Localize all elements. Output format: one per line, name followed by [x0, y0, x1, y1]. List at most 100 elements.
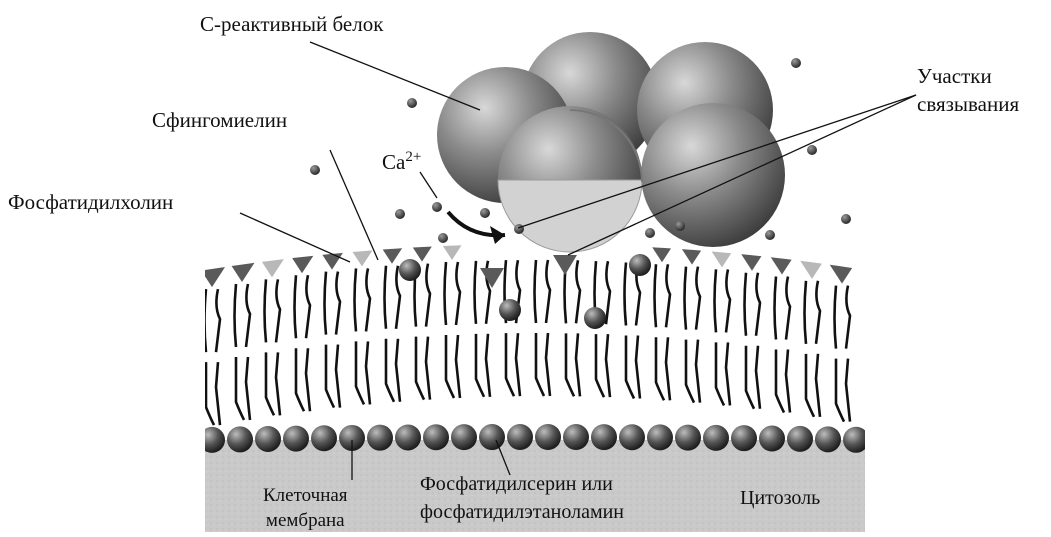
phosphatidylcholine-head	[289, 253, 315, 273]
lipid-tail	[836, 359, 850, 422]
phosphatidylcholine-head	[229, 262, 255, 282]
lipid-tail	[715, 269, 731, 332]
lipid-tail	[745, 273, 761, 336]
lipid-bilayer	[199, 240, 869, 453]
lipid-head	[703, 425, 729, 451]
phosphatidylcholine-head	[829, 264, 855, 284]
calcium-ion-dot	[480, 208, 490, 218]
calcium-ion-dot	[645, 228, 655, 238]
label-sphingomyelin: Сфингомиелин	[152, 110, 287, 131]
lipid-tail	[355, 268, 371, 331]
lipid-head	[255, 426, 281, 452]
lipid-tail	[716, 342, 730, 405]
calcium-ion-dot	[841, 214, 851, 224]
phosphatidylcholine-head	[649, 242, 675, 262]
label-calcium-sup: 2+	[405, 149, 421, 165]
calcium-ion-dot	[407, 98, 417, 108]
lipid-tail	[236, 357, 250, 420]
leader-line	[310, 42, 480, 110]
crp-binding-face	[498, 180, 642, 252]
calcium-ion-dot	[438, 233, 448, 243]
leader-line	[330, 150, 378, 260]
lipid-head	[535, 424, 561, 450]
lipid-tail	[626, 335, 640, 398]
lipid-head	[759, 426, 785, 452]
leader-line	[420, 172, 437, 198]
lipid-tail	[775, 277, 791, 340]
lipid-tail	[535, 260, 551, 323]
lipid-head	[647, 424, 673, 450]
phosphatidylcholine-head	[409, 242, 435, 262]
lipid-tail	[596, 334, 610, 397]
lipid-head	[629, 254, 651, 276]
lipid-tail	[445, 262, 461, 325]
lipid-head	[395, 424, 421, 450]
lipid-head	[423, 424, 449, 450]
label-binding-sites: Участки связывания	[917, 62, 1019, 119]
lipid-tail	[536, 333, 550, 396]
lipid-head	[731, 425, 757, 451]
lipid-head	[563, 424, 589, 450]
lipid-tail	[685, 267, 701, 330]
lipid-tail	[806, 354, 820, 417]
leader-line	[240, 213, 350, 262]
label-cell-membrane-line1: Клеточная	[263, 484, 348, 509]
phosphatidylcholine-head	[319, 250, 345, 270]
lipid-tail	[686, 340, 700, 403]
lipid-head	[507, 424, 533, 450]
lipid-tail	[205, 289, 221, 352]
lipid-tail	[506, 333, 520, 396]
binding-arrow	[448, 212, 505, 244]
label-cell-membrane-line2: мембрана	[263, 509, 348, 534]
lipid-head	[451, 424, 477, 450]
lipid-head	[227, 426, 253, 452]
label-crp: С-реактивный белок	[200, 14, 383, 35]
phosphatidylcholine-head	[259, 257, 285, 277]
phosphatidylcholine-head	[769, 255, 795, 275]
lipid-tail	[265, 279, 281, 342]
lipid-head	[399, 259, 421, 281]
lipid-head	[283, 426, 309, 452]
label-binding-sites-line1: Участки	[917, 62, 1019, 90]
phosphatidylcholine-head	[199, 267, 225, 287]
lipid-tail	[476, 334, 490, 397]
lipid-head	[479, 424, 505, 450]
lipid-tail	[206, 362, 220, 425]
lipid-tail	[835, 286, 851, 349]
phosphatidylcholine-head	[480, 268, 504, 288]
phosphatidylcholine-head	[679, 245, 705, 265]
lipid-tail	[235, 284, 251, 347]
lipid-head	[843, 427, 869, 453]
label-phosphatidylcholine: Фосфатидилхолин	[8, 192, 173, 213]
lipid-tail	[656, 337, 670, 400]
lipid-tail	[385, 266, 401, 329]
lipid-head	[499, 299, 521, 321]
calcium-ion-dot	[791, 58, 801, 68]
lipid-tail	[325, 272, 341, 335]
lipid-head	[311, 425, 337, 451]
phosphatidylcholine-head	[349, 246, 375, 266]
lipid-tail	[566, 333, 580, 396]
phosphatidylcholine-head	[553, 255, 577, 275]
lipid-tail	[356, 341, 370, 404]
phosphatidylcholine-head	[799, 259, 825, 279]
phosphatidylcholine-head	[709, 247, 735, 267]
lipid-tail	[805, 281, 821, 344]
label-cytosol: Цитозоль	[740, 488, 820, 508]
calcium-ion-dot	[514, 224, 524, 234]
label-phosphatidylserine-line1: Фосфатидилсерин или	[420, 470, 624, 498]
lipid-head	[787, 426, 813, 452]
calcium-ion-dot	[675, 221, 685, 231]
label-binding-sites-line2: связывания	[917, 90, 1019, 118]
label-phosphatidylserine-line2: фосфатидилэтаноламин	[420, 498, 624, 526]
lipid-head	[591, 424, 617, 450]
crp-subunit	[641, 103, 785, 247]
calcium-ion-dot	[395, 209, 405, 219]
lipid-tail	[446, 335, 460, 398]
calcium-ion-dot	[765, 230, 775, 240]
label-cell-membrane: Клеточная мембрана	[263, 484, 348, 533]
calcium-ion-dot	[807, 145, 817, 155]
lipid-head	[199, 427, 225, 453]
